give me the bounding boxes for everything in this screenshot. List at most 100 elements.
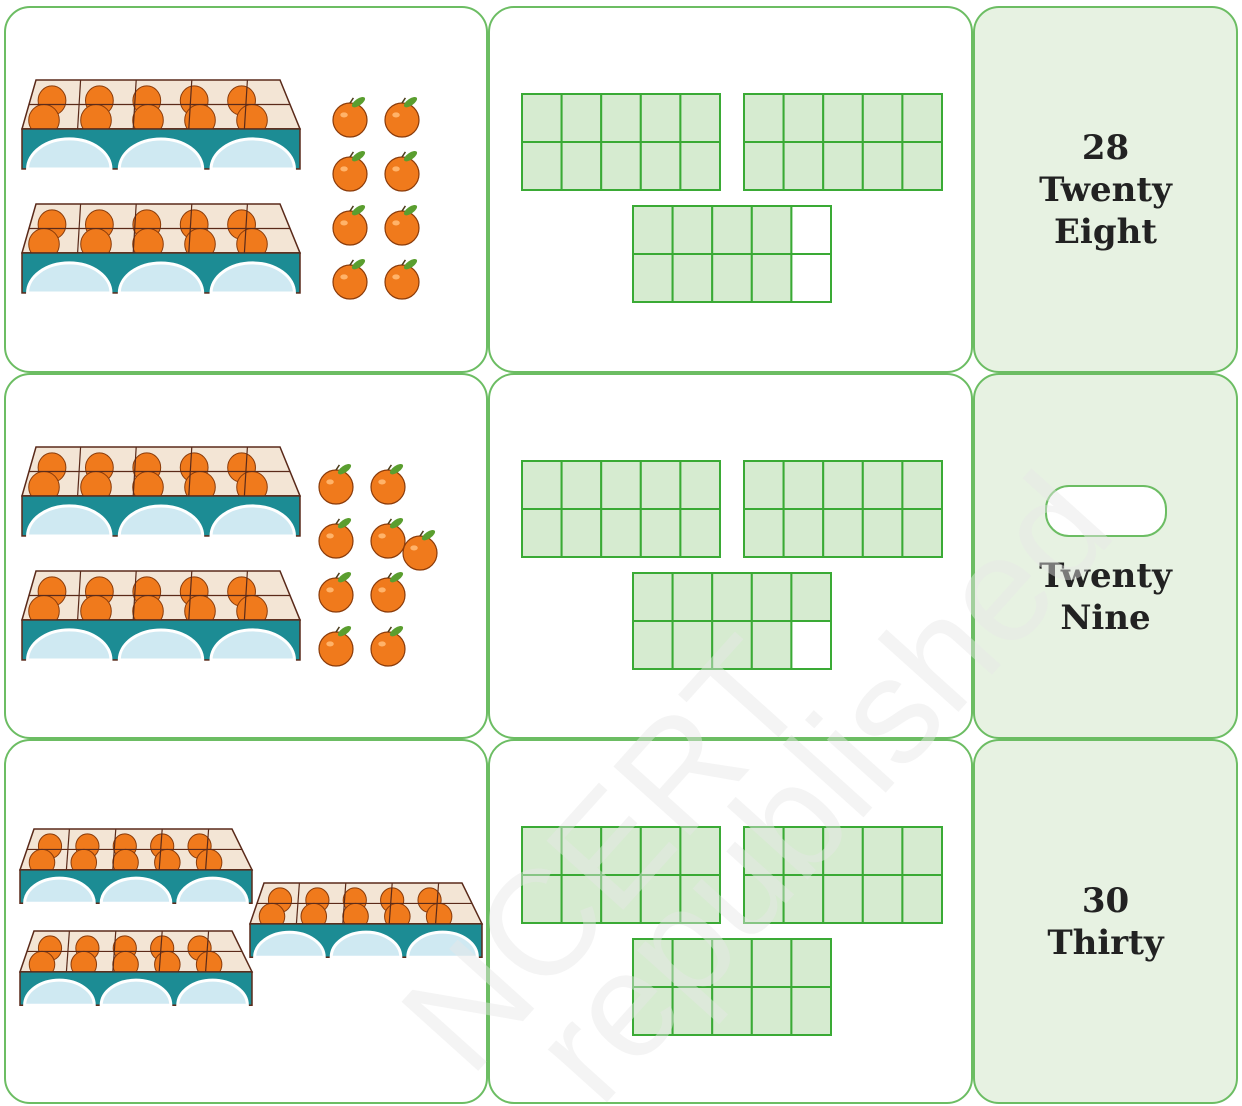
ten-frame-cell bbox=[633, 573, 673, 621]
ten-frame-cell bbox=[673, 573, 713, 621]
crate-of-oranges-icon bbox=[20, 829, 252, 903]
ten-frame-cell bbox=[601, 461, 641, 509]
ten-frame-cell bbox=[744, 827, 784, 875]
ten-frame-cell bbox=[562, 94, 602, 142]
orange-icon bbox=[385, 203, 419, 245]
ten-frame bbox=[522, 461, 720, 557]
picture-card-2 bbox=[4, 373, 488, 739]
crate-of-oranges-icon bbox=[22, 571, 300, 660]
ten-frame-card-2 bbox=[488, 373, 973, 739]
crate-of-oranges-icon bbox=[22, 447, 300, 536]
number-word-line-1: Thirty bbox=[1047, 922, 1163, 964]
ten-frame-cell bbox=[752, 939, 792, 987]
ten-frame-cell bbox=[863, 509, 903, 557]
ten-frame-cell bbox=[784, 827, 824, 875]
ten-frame-cell bbox=[522, 461, 562, 509]
ten-frame-cell bbox=[823, 875, 863, 923]
ten-frame-cell bbox=[744, 142, 784, 190]
ten-frame-cell bbox=[633, 206, 673, 254]
ten-frame-cell bbox=[752, 206, 792, 254]
ten-frame-card-3 bbox=[488, 739, 973, 1104]
ten-frame-cell bbox=[752, 621, 792, 669]
ten-frame-cell bbox=[601, 142, 641, 190]
ten-frame-cell bbox=[641, 461, 681, 509]
ten-frame-cell bbox=[680, 461, 720, 509]
ten-frame-cell bbox=[752, 254, 792, 302]
ten-frame-cell bbox=[784, 509, 824, 557]
orange-icon bbox=[319, 462, 353, 504]
ten-frame-cell bbox=[791, 573, 831, 621]
ten-frame-cell bbox=[823, 461, 863, 509]
ten-frame-cell bbox=[791, 939, 831, 987]
ten-frame-cell bbox=[902, 875, 942, 923]
ten-frame bbox=[744, 94, 942, 190]
ten-frame-cell bbox=[673, 254, 713, 302]
ten-frame-cell bbox=[680, 827, 720, 875]
ten-frame-cell bbox=[673, 206, 713, 254]
ten-frame-cell bbox=[823, 827, 863, 875]
ten-frame-cell bbox=[641, 827, 681, 875]
ten-frame-cell bbox=[712, 573, 752, 621]
orange-icon bbox=[333, 257, 367, 299]
orange-icon bbox=[371, 570, 405, 612]
number-card-3: 30 Thirty bbox=[973, 739, 1238, 1104]
orange-icon bbox=[371, 516, 405, 558]
ten-frame bbox=[744, 461, 942, 557]
ten-frame-cell bbox=[823, 509, 863, 557]
orange-icon bbox=[385, 95, 419, 137]
ten-frame-cell bbox=[562, 827, 602, 875]
ten-frame bbox=[744, 827, 942, 923]
ten-frame bbox=[522, 94, 720, 190]
ten-frame-cell bbox=[791, 621, 831, 669]
ten-frame-cell bbox=[752, 573, 792, 621]
ten-frames-3 bbox=[490, 741, 973, 1104]
picture-card-3 bbox=[4, 739, 488, 1104]
ten-frame-cell bbox=[791, 987, 831, 1035]
ten-frame-cell bbox=[902, 94, 942, 142]
ten-frame-cell bbox=[902, 461, 942, 509]
ten-frame-cell bbox=[744, 875, 784, 923]
orange-icon bbox=[385, 149, 419, 191]
ten-frame-cell bbox=[744, 509, 784, 557]
crate-of-oranges-icon bbox=[20, 931, 252, 1005]
ten-frame-cell bbox=[680, 94, 720, 142]
number-card-1: 28 Twenty Eight bbox=[973, 6, 1238, 373]
ten-frame-cell bbox=[863, 142, 903, 190]
ten-frame-cell bbox=[712, 254, 752, 302]
ten-frame-cell bbox=[601, 875, 641, 923]
number-value: 30 bbox=[1082, 880, 1129, 922]
ten-frame-cell bbox=[680, 875, 720, 923]
crate-of-oranges-icon bbox=[22, 80, 300, 169]
ten-frame-cell bbox=[680, 142, 720, 190]
orange-icon bbox=[319, 570, 353, 612]
ten-frame-cell bbox=[562, 875, 602, 923]
ten-frame-cell bbox=[673, 987, 713, 1035]
picture-card-1 bbox=[4, 6, 488, 373]
ten-frame-cell bbox=[823, 142, 863, 190]
number-blank-input[interactable] bbox=[1045, 485, 1167, 537]
ten-frame-cell bbox=[522, 875, 562, 923]
orange-icon bbox=[403, 528, 437, 570]
ten-frame-cell bbox=[744, 461, 784, 509]
ten-frame-cell bbox=[562, 509, 602, 557]
ten-frame-cell bbox=[522, 509, 562, 557]
ten-frame-cell bbox=[673, 939, 713, 987]
ten-frame-cell bbox=[791, 206, 831, 254]
orange-icon bbox=[371, 462, 405, 504]
ten-frame-cell bbox=[641, 509, 681, 557]
ten-frame-cell bbox=[863, 461, 903, 509]
ten-frame bbox=[633, 939, 831, 1035]
number-word-line-2: Nine bbox=[1060, 597, 1150, 639]
ten-frame-cell bbox=[823, 94, 863, 142]
ten-frame-cell bbox=[562, 142, 602, 190]
number-value: 28 bbox=[1082, 127, 1129, 169]
ten-frame-cell bbox=[712, 987, 752, 1035]
orange-icon bbox=[319, 516, 353, 558]
crates-and-oranges-illustration-2 bbox=[6, 375, 488, 739]
ten-frame-cell bbox=[641, 94, 681, 142]
ten-frame-cell bbox=[522, 142, 562, 190]
ten-frame-cell bbox=[784, 94, 824, 142]
ten-frame-cell bbox=[863, 827, 903, 875]
ten-frame-cell bbox=[633, 254, 673, 302]
ten-frame-cell bbox=[522, 94, 562, 142]
